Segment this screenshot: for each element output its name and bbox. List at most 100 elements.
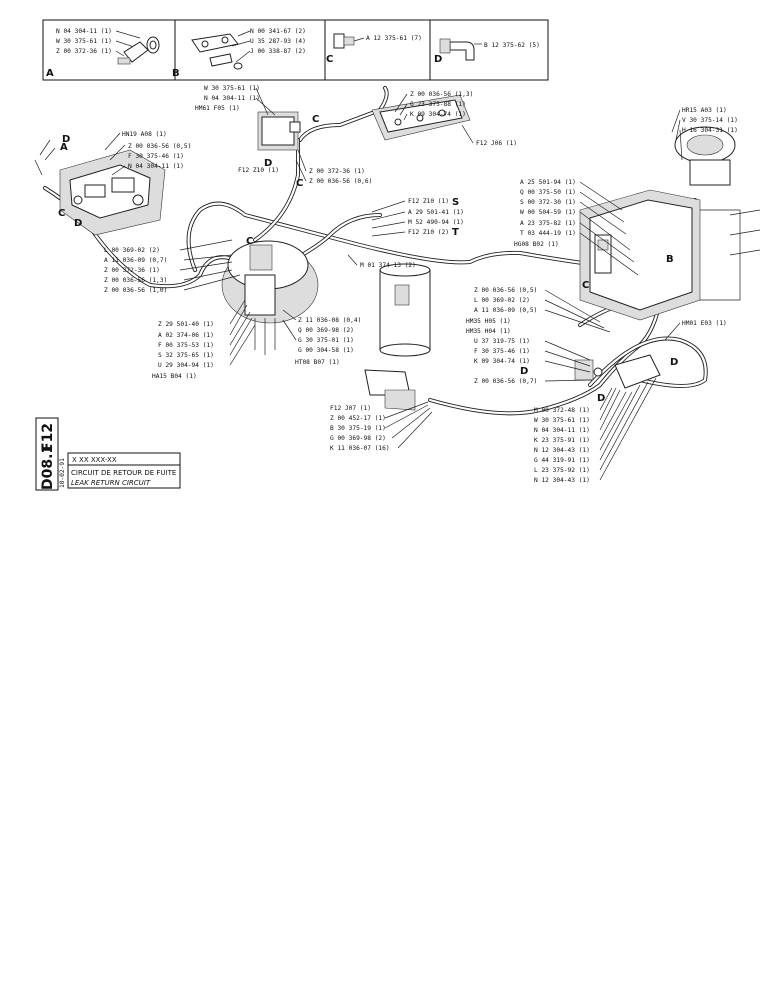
callout-bc-5: K 11 036-07 (16) bbox=[330, 445, 390, 452]
callout-tr-1: Z 00 036-56 (1,3) bbox=[410, 91, 473, 98]
callout-rm-4: HM35 H05 (1) bbox=[466, 318, 511, 325]
view-letter-13: D bbox=[520, 366, 528, 377]
callout-left-6: A 11 036-09 (0,7) bbox=[104, 257, 167, 264]
panel-c-letter: C bbox=[326, 54, 333, 65]
callout-ll-3: F 00 375-53 (1) bbox=[158, 342, 214, 349]
lower-bracket bbox=[364, 369, 416, 411]
callout-rm-7: F 30 375-46 (1) bbox=[474, 348, 530, 355]
callout-rl-4: K 23 375-91 (1) bbox=[534, 437, 590, 444]
panel-d-elbow bbox=[439, 38, 482, 61]
callouts-right-upper: HR15 A03 (1) V 30 375-14 (1) H 16 304-31… bbox=[514, 107, 738, 276]
callout-tr-3: K 09 304-74 (1) bbox=[410, 111, 466, 118]
callout-left-8: Z 00 036-56 (1,3) bbox=[104, 277, 167, 284]
callouts-bottom-center: F12 J07 (1) Z 00 452-17 (1) B 30 375-19 … bbox=[330, 401, 433, 452]
callouts-top-right: Z 00 036-56 (1,3) G 23 375-88 (1) K 09 3… bbox=[394, 91, 517, 147]
panel-b-letter: B bbox=[172, 68, 180, 79]
panel-a-label-2: W 30 375-61 (1) bbox=[56, 38, 112, 45]
callouts-right-mid: Z 00 036-56 (0,5) L 00 369-02 (2) A 11 0… bbox=[466, 287, 727, 385]
panel-d-label-1: B 12 375-62 (5) bbox=[484, 42, 540, 49]
distributor-block bbox=[371, 94, 471, 141]
callout-ru-7: W 00 504-59 (1) bbox=[520, 209, 576, 216]
callouts-right-lower: M 00 372-48 (1) W 30 375-61 (1) N 04 304… bbox=[534, 377, 657, 484]
view-letter-15: D bbox=[670, 357, 678, 368]
panel-b-label-3: J 00 338-87 (2) bbox=[250, 48, 306, 55]
callout-rm-1: Z 00 036-56 (0,5) bbox=[474, 287, 537, 294]
callout-rl-3: N 04 304-11 (1) bbox=[534, 427, 590, 434]
view-letter-3: D bbox=[74, 218, 82, 229]
panel-b-label-1: N 00 341-67 (2) bbox=[250, 28, 306, 35]
callout-bc-2: Z 00 452-17 (1) bbox=[330, 415, 386, 422]
callout-rm-9: Z 00 036-56 (0,7) bbox=[474, 378, 537, 385]
view-letter-4: D bbox=[62, 134, 70, 145]
panel-b-label-2: U 35 287-93 (4) bbox=[250, 38, 306, 45]
pump-housing bbox=[221, 240, 319, 355]
view-letter-14: D bbox=[597, 393, 605, 404]
callout-rl-8: N 12 304-43 (1) bbox=[534, 477, 590, 484]
callout-ru-3: H 16 304-31 (1) bbox=[682, 127, 738, 134]
callout-ru-4: A 25 501-94 (1) bbox=[520, 179, 576, 186]
callout-left-9: Z 00 036-56 (1,0) bbox=[104, 287, 167, 294]
callout-left-3: F 30 375-46 (1) bbox=[128, 153, 184, 160]
control-valve-top bbox=[257, 111, 301, 151]
view-letter-2: C bbox=[58, 208, 65, 219]
view-letter-10: T bbox=[452, 227, 459, 238]
callout-tc-5: Z 00 036-56 (0,6) bbox=[309, 178, 372, 185]
panel-c-connector bbox=[333, 33, 365, 49]
callout-rl-2: W 30 375-61 (1) bbox=[534, 417, 590, 424]
callout-c-10: HT08 B07 (1) bbox=[295, 359, 340, 366]
callout-c-4: F12 Z10 (2) bbox=[408, 229, 449, 236]
panel-b-clamp bbox=[191, 30, 251, 70]
right-lower-valve bbox=[574, 354, 661, 389]
callout-c-2: A 29 501-41 (1) bbox=[408, 209, 464, 216]
view-letter-9: S bbox=[452, 197, 459, 208]
callout-tr-2: G 23 375-88 (1) bbox=[410, 101, 466, 108]
callout-left-2: Z 00 036-56 (0,5) bbox=[128, 143, 191, 150]
title-block: F12 D08.1 10-02-91 X XX XXX-XX CIRCUIT D… bbox=[35, 417, 181, 491]
callout-left-5: L 00 369-02 (2) bbox=[104, 247, 160, 254]
callout-c-3: M 52 490-94 (1) bbox=[408, 219, 464, 226]
callout-left-7: Z 00 372-36 (1) bbox=[104, 267, 160, 274]
callouts-left: HN19 A08 (1) Z 00 036-56 (0,5) F 30 375-… bbox=[104, 131, 241, 294]
callout-tc-1: W 30 375-61 (1) bbox=[204, 85, 260, 92]
callout-c-8: G 30 375-01 (1) bbox=[298, 337, 354, 344]
callout-ll-6: HA15 B04 (1) bbox=[152, 373, 197, 380]
view-letters: A C D D C C D C S T B C D D D bbox=[58, 114, 678, 404]
callout-tc-3: HM61 F05 (1) bbox=[195, 105, 240, 112]
callout-rl-7: L 23 375-92 (1) bbox=[534, 467, 590, 474]
title-box bbox=[67, 464, 181, 489]
callout-ll-4: S 32 375-65 (1) bbox=[158, 352, 214, 359]
right-top-assembly bbox=[674, 126, 761, 301]
view-letter-5: C bbox=[296, 178, 303, 189]
callout-rm-8: K 09 304-74 (1) bbox=[474, 358, 530, 365]
callout-rl-5: N 12 304-43 (1) bbox=[534, 447, 590, 454]
center-cylinder bbox=[379, 263, 431, 357]
callout-tc-6: F12 Z10 (1) bbox=[238, 167, 279, 174]
callout-tc-2: N 04 304-11 (1) bbox=[204, 95, 260, 102]
panel-a-letter: A bbox=[46, 68, 54, 79]
right-tank bbox=[579, 189, 701, 321]
callout-rm-2: L 00 369-02 (2) bbox=[474, 297, 530, 304]
sheet-code-bottom: D08.1 bbox=[40, 444, 56, 490]
panel-a-label-1: N 04 304-11 (1) bbox=[56, 28, 112, 35]
sheet-code-box bbox=[35, 417, 59, 491]
callout-rm-10: HM01 E03 (1) bbox=[682, 320, 727, 327]
callout-bc-4: G 00 369-98 (2) bbox=[330, 435, 386, 442]
callout-ru-8: A 23 375-82 (1) bbox=[520, 220, 576, 227]
callout-ll-5: U 29 304-94 (1) bbox=[158, 362, 214, 369]
panel-c-frame bbox=[324, 19, 431, 81]
callout-bc-3: B 30 375-19 (1) bbox=[330, 425, 386, 432]
callout-c-5: M 01 374-13 (2) bbox=[360, 262, 416, 269]
callout-bc-1: F12 J07 (1) bbox=[330, 405, 371, 412]
callout-c-7: Q 00 369-98 (2) bbox=[298, 327, 354, 334]
view-letter-12: C bbox=[582, 280, 589, 291]
view-letter-7: D bbox=[264, 158, 272, 169]
callout-rm-5: HM35 H04 (1) bbox=[466, 328, 511, 335]
sheet-date: 10-02-91 bbox=[59, 458, 66, 488]
callout-rm-3: A 11 036-09 (0,5) bbox=[474, 307, 537, 314]
callout-c-1: F12 Z10 (1) bbox=[408, 198, 449, 205]
callout-rl-1: M 00 372-48 (1) bbox=[534, 407, 590, 414]
callout-ru-10: HG08 B02 (1) bbox=[514, 241, 559, 248]
panel-d-letter: D bbox=[434, 54, 442, 65]
title-french: CIRCUIT DE RETOUR DE FUITE bbox=[71, 469, 176, 477]
